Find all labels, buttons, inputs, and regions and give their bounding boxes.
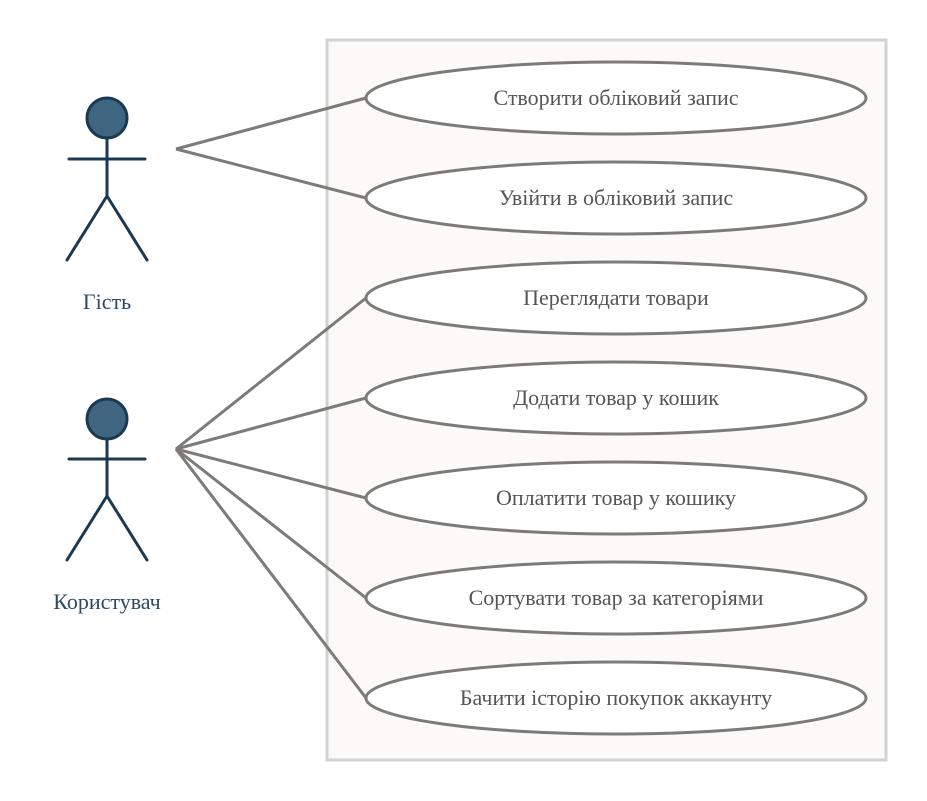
associations bbox=[174, 96, 368, 699]
use-case-ellipse bbox=[364, 560, 868, 636]
use-case-ellipse bbox=[364, 60, 868, 136]
actor-right-leg bbox=[105, 494, 149, 562]
association-line-create-account bbox=[175, 96, 367, 151]
use-case-ellipse bbox=[364, 460, 868, 536]
use-case-login: Увійти в обліковий запис bbox=[364, 160, 868, 236]
association-line-browse bbox=[175, 296, 367, 451]
actor-left-leg bbox=[65, 194, 109, 262]
actor-guest: Гість bbox=[65, 96, 149, 314]
actor-head bbox=[85, 96, 129, 140]
actor-label-user: Користувач bbox=[53, 589, 161, 614]
association-line-pay bbox=[175, 447, 367, 500]
association-line-history bbox=[174, 448, 368, 699]
use-case-ellipse bbox=[364, 360, 868, 436]
use-case-browse: Переглядати товари bbox=[364, 260, 868, 336]
actor-left-leg bbox=[65, 494, 109, 562]
use-case-history: Бачити історію покупок аккаунту bbox=[364, 660, 868, 736]
association-line-sort bbox=[175, 447, 367, 600]
association-line-login bbox=[175, 147, 367, 200]
use-case-sort: Сортувати товар за категоріями bbox=[364, 560, 868, 636]
person-icon bbox=[65, 397, 149, 562]
use-case-label: Переглядати товари bbox=[523, 285, 709, 310]
use-case-label: Створити обліковий запис bbox=[493, 85, 738, 110]
use-case-ellipse bbox=[364, 660, 868, 736]
use-case-label: Сортувати товар за категоріями bbox=[469, 585, 764, 610]
use-case-label: Додати товар у кошик bbox=[513, 385, 719, 410]
actor-user: Користувач bbox=[53, 397, 161, 614]
person-icon bbox=[65, 96, 149, 262]
use-case-ellipse bbox=[364, 160, 868, 236]
actor-label-guest: Гість bbox=[83, 289, 131, 314]
use-case-label: Бачити історію покупок аккаунту bbox=[460, 685, 772, 710]
use-case-label: Увійти в обліковий запис bbox=[499, 185, 734, 210]
use-case-add-to-cart: Додати товар у кошик bbox=[364, 360, 868, 436]
association-line-add-to-cart bbox=[175, 396, 367, 451]
use-case-ellipse bbox=[364, 260, 868, 336]
actor-head bbox=[85, 397, 129, 441]
actor-right-leg bbox=[105, 194, 149, 262]
use-case-create-account: Створити обліковий запис bbox=[364, 60, 868, 136]
use-case-pay: Оплатити товар у кошику bbox=[364, 460, 868, 536]
use-case-label: Оплатити товар у кошику bbox=[496, 485, 736, 510]
